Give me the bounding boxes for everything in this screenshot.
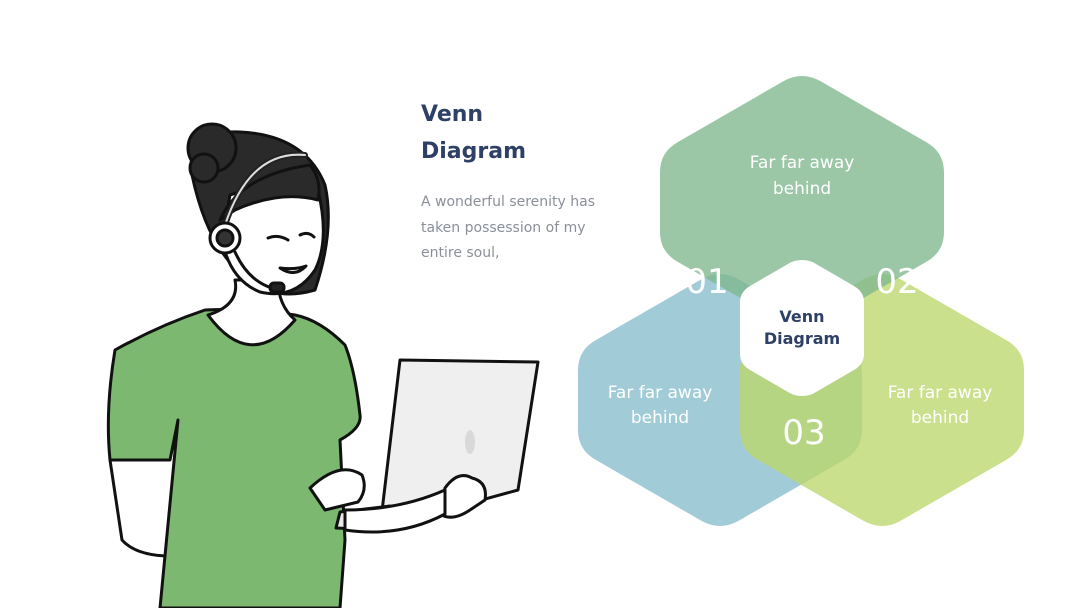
venn-right-label-line-2: behind — [911, 408, 969, 428]
description-text: A wonderful serenity has taken possessio… — [421, 194, 596, 261]
venn-left-label-line-1: Far far away — [608, 383, 713, 403]
venn-right-label-line-1: Far far away — [888, 383, 993, 403]
venn-center-label-line-1: Venn — [779, 307, 824, 326]
venn-diagram: Far far away behind Far far away behind … — [578, 76, 1024, 526]
shirt — [106, 308, 362, 608]
laptop — [378, 358, 540, 530]
venn-number-02: 02 — [875, 262, 918, 302]
venn-number-01: 01 — [685, 262, 728, 302]
venn-top-label-line-1: Far far away — [750, 153, 855, 173]
person-with-laptop-illustration — [106, 122, 540, 608]
title-line-2: Diagram — [421, 139, 527, 164]
venn-top-label-line-2: behind — [773, 179, 831, 199]
venn-left-label-line-2: behind — [631, 408, 689, 428]
venn-center-label-line-2: Diagram — [764, 329, 840, 348]
venn-number-03: 03 — [782, 413, 825, 453]
title-line-1: Venn — [421, 102, 484, 127]
page-title: Venn Diagram — [421, 96, 621, 170]
